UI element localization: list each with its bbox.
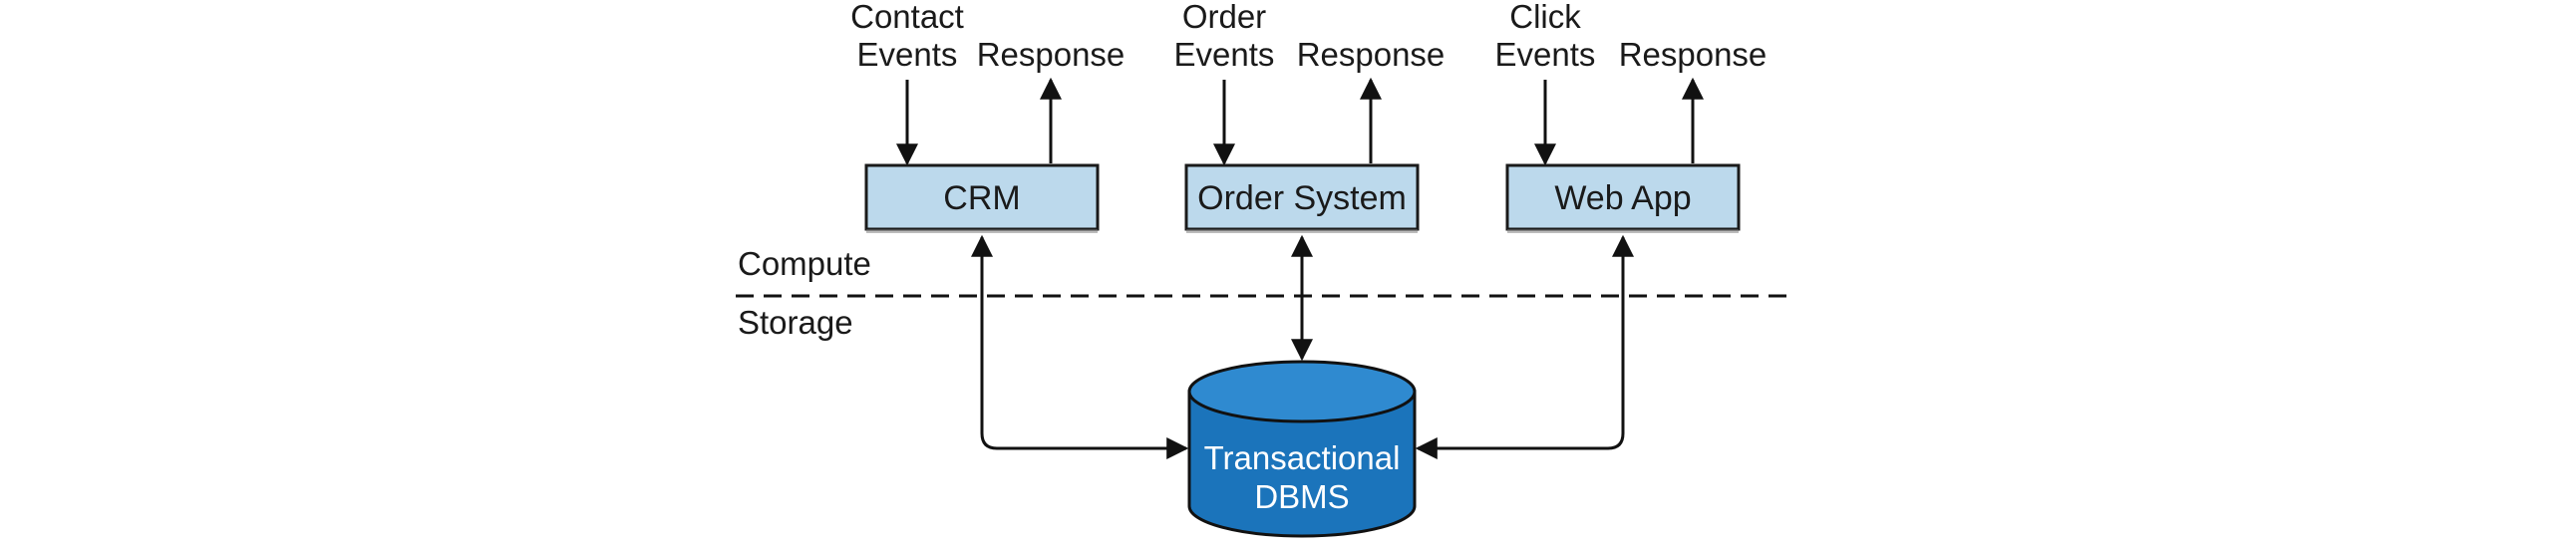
dbms-label-line1: Transactional bbox=[1204, 439, 1401, 476]
crm-input-label-line1: Contact bbox=[850, 0, 964, 35]
storage-layer-label: Storage bbox=[738, 304, 853, 341]
webapp-output-label: Response bbox=[1619, 36, 1768, 73]
web-app-box[interactable] bbox=[1505, 163, 1741, 231]
dbms-label-line2: DBMS bbox=[1254, 478, 1349, 515]
web-app-box-label: Web App bbox=[1554, 179, 1691, 217]
webapp-input-label-line2: Events bbox=[1495, 36, 1596, 73]
crm-output-label: Response bbox=[977, 36, 1126, 73]
order-input-label-line1: Order bbox=[1182, 0, 1266, 35]
crm-box-label: CRM bbox=[943, 179, 1020, 217]
crm-db-connection bbox=[971, 234, 1189, 459]
crm-input-label-line2: Events bbox=[857, 36, 958, 73]
transactional-dbms-cylinder[interactable] bbox=[1187, 360, 1417, 538]
order-input-label-line2: Events bbox=[1174, 36, 1275, 73]
order-output-label: Response bbox=[1297, 36, 1446, 73]
order-system-box-label: Order System bbox=[1197, 179, 1407, 217]
compute-layer-label: Compute bbox=[738, 245, 871, 282]
crm-box[interactable] bbox=[864, 163, 1100, 231]
webapp-input-label-line1: Click bbox=[1509, 0, 1581, 35]
webapp-db-connection bbox=[1415, 234, 1634, 459]
